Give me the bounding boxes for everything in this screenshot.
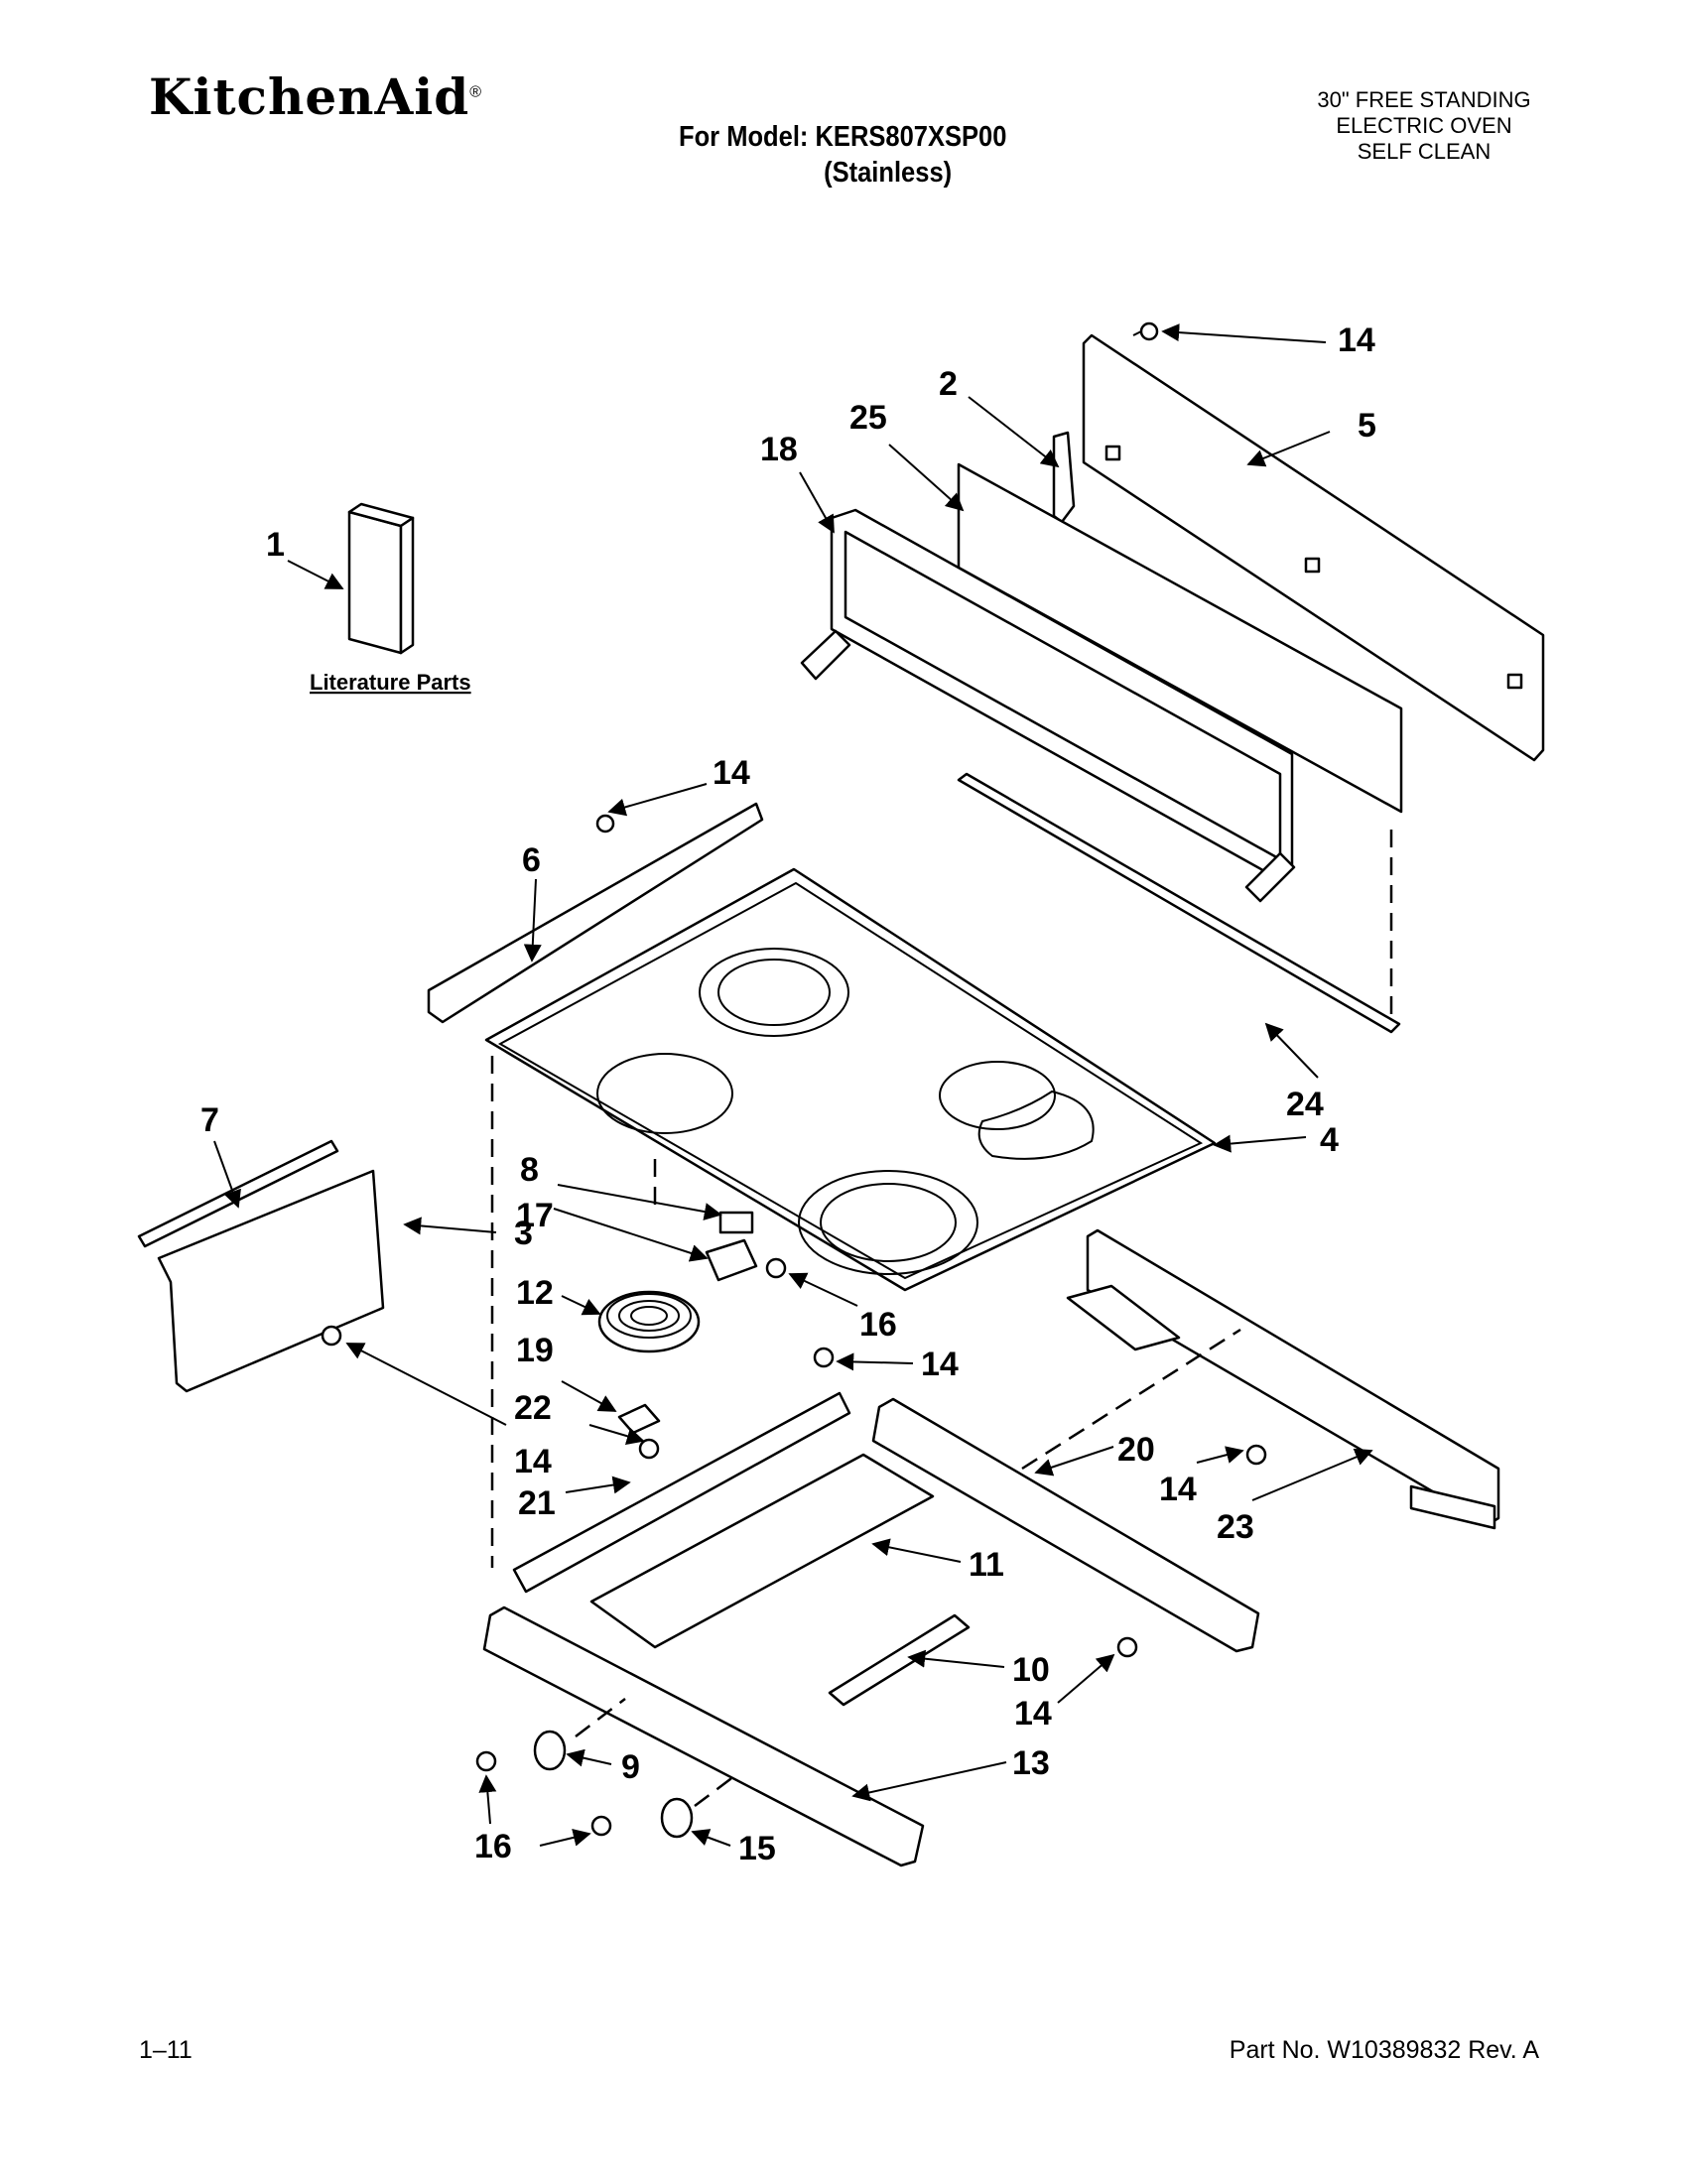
alignment-line-knob-9 [575, 1698, 626, 1737]
callout-10: 10 [1012, 1651, 1050, 1689]
screw-14-vent [595, 814, 615, 834]
callout-8: 8 [520, 1151, 539, 1189]
callout-14-lower: 14 [1014, 1695, 1052, 1733]
callout-17: 17 [516, 1197, 554, 1234]
callout-22: 22 [514, 1389, 552, 1427]
switch-bracket [705, 1238, 758, 1282]
vent-trim [427, 802, 764, 1024]
backguard-glass [957, 462, 1403, 814]
callout-6: 6 [522, 841, 541, 879]
callout-16-lower: 16 [474, 1828, 512, 1865]
callout-14-top: 14 [1338, 321, 1375, 359]
callout-5: 5 [1358, 407, 1376, 445]
knob-9 [533, 1730, 567, 1771]
spec-line-1: 30" FREE STANDING [1317, 87, 1531, 112]
screw-16-bracket [765, 1257, 787, 1279]
rear-bracket [1066, 1228, 1500, 1530]
front-support [512, 1391, 851, 1594]
screw-16-lower-b [590, 1815, 612, 1837]
callout-24: 24 [1286, 1086, 1324, 1123]
callout-2: 2 [939, 365, 958, 403]
model-finish: (Stainless) [824, 157, 953, 189]
alignment-line-rail [1021, 1328, 1241, 1471]
callout-14-left: 14 [514, 1443, 552, 1480]
spec-line-2: ELECTRIC OVEN [1336, 113, 1512, 138]
ceramic-cooktop [484, 867, 1217, 1292]
callout-13: 13 [1012, 1744, 1050, 1782]
brand-name: KitchenAid [149, 67, 470, 126]
trim-bracket [1052, 431, 1076, 524]
callout-25: 25 [849, 399, 887, 437]
handle-bracket [828, 1613, 971, 1707]
callout-11: 11 [969, 1546, 1004, 1584]
callout-15: 15 [738, 1830, 776, 1867]
literature-parts-booklet [347, 502, 415, 655]
model-number: For Model: KERS807XSP00 [679, 121, 1007, 153]
callout-3: 3 [514, 1215, 533, 1252]
rear-support-rail [871, 1397, 1260, 1653]
callout-18: 18 [760, 431, 798, 468]
surface-element [597, 1290, 701, 1353]
callout-20: 20 [1117, 1431, 1155, 1469]
callout-14-center: 14 [921, 1346, 959, 1383]
callout-14-right: 14 [1159, 1471, 1197, 1508]
knob-15 [660, 1797, 694, 1839]
page-number: 1–11 [139, 2036, 193, 2064]
screw-14-top [1132, 321, 1159, 341]
screw-14-center [813, 1347, 835, 1368]
callout-21: 21 [518, 1484, 556, 1522]
screw-14-lower [1116, 1636, 1138, 1658]
registered-mark: ® [469, 83, 483, 101]
screw-16-lower-a [475, 1750, 497, 1772]
backguard-frame [800, 508, 1296, 903]
infinite-switch [718, 1211, 754, 1234]
callout-4: 4 [1320, 1121, 1339, 1159]
model-title: For Model: KERS807XSP00 (Stainless) [679, 119, 1006, 191]
element-clip [617, 1403, 661, 1435]
callout-9: 9 [621, 1748, 640, 1786]
trim-strip [957, 772, 1401, 1034]
screw-14-left [321, 1325, 342, 1347]
callout-12: 12 [516, 1274, 554, 1312]
spec-line-3: SELF CLEAN [1357, 139, 1492, 164]
callout-1: 1 [266, 526, 285, 564]
callout-19: 19 [516, 1332, 554, 1369]
product-spec: 30" FREE STANDING ELECTRIC OVEN SELF CLE… [1275, 87, 1573, 165]
part-number: Part No. W10389832 Rev. A [1229, 2036, 1539, 2064]
left-support-bracket [157, 1169, 385, 1393]
front-manifold-panel [482, 1606, 925, 1867]
callout-7: 7 [200, 1101, 219, 1139]
callout-23: 23 [1217, 1508, 1254, 1546]
literature-parts-label: Literature Parts [310, 670, 471, 695]
brand-logo: KitchenAid® [149, 67, 482, 126]
screw-14-right [1245, 1444, 1267, 1466]
callout-14-vent: 14 [713, 754, 750, 792]
alignment-line-knob-15 [694, 1775, 735, 1807]
back-panel [1082, 333, 1545, 762]
leader-lines [213, 323, 1373, 1847]
screw-22 [638, 1438, 660, 1460]
cooktop-support [589, 1453, 935, 1649]
callout-16-bracket: 16 [859, 1306, 897, 1344]
